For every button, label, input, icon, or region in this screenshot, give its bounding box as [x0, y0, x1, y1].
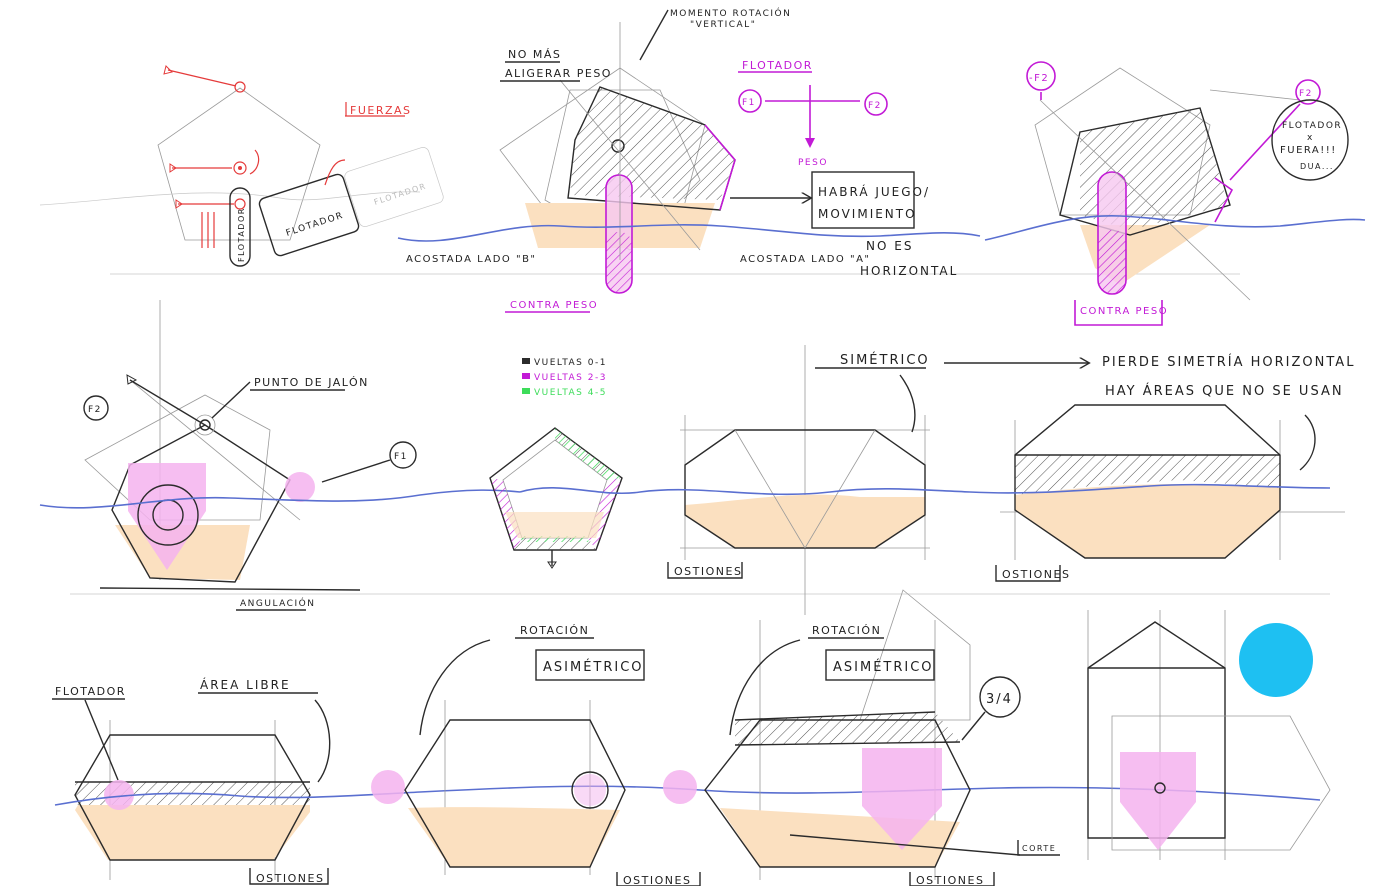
- label-f1b-group: F1: [321, 441, 417, 483]
- notes-row2-right: PIERDE SIMETRÍA HORIZONTAL HAY ÁREAS QUE…: [944, 354, 1355, 471]
- label-f2b-group: F2: [1229, 79, 1321, 181]
- sketch-hexagon-area-libre: [74, 699, 311, 880]
- sketch-hexagon-rotacion-2: [663, 589, 1021, 880]
- label-asimetrico-1-box: ASIMÉTRICO: [535, 649, 645, 681]
- label-simetrico: SIMÉTRICO: [840, 352, 930, 368]
- label-ostiones-5: OSTIONES: [916, 874, 984, 886]
- label-acostada-b: ACOSTADA LADO "B": [406, 254, 537, 265]
- wave-row1-right: [984, 215, 1366, 241]
- label-asimetrico-1: ASIMÉTRICO: [543, 659, 644, 675]
- section-dividers: [70, 273, 1330, 595]
- wave-row1-center: [397, 224, 981, 242]
- label-habra-juego: HABRÁ JUEGO/: [818, 184, 930, 199]
- sketch-pentagon-jalon: [84, 300, 361, 591]
- label-corte-box: CORTE: [1017, 840, 1060, 856]
- label-neg-f2: -F2: [1029, 73, 1049, 84]
- label-ostiones-2: OSTIONES: [1002, 568, 1070, 581]
- wave-row2-left: [39, 489, 521, 509]
- label-ostiones-1: OSTIONES: [674, 565, 742, 578]
- label-punto-jalon: PUNTO DE JALÓN: [254, 376, 369, 389]
- label-f2c-group: F2: [83, 395, 109, 421]
- label-flotador-x: FLOTADOR: [1282, 121, 1342, 131]
- label-f2: F2: [868, 101, 882, 111]
- label-tres-cuartos: 3/4: [986, 692, 1013, 707]
- label-asimetrico-2-box: ASIMÉTRICO: [825, 649, 935, 681]
- label-ostiones-3-box: OSTIONES: [249, 868, 329, 885]
- legend-vueltas: VUELTAS 0-1 VUELTAS 2-3 VUELTAS 4-5: [522, 358, 607, 398]
- sketch-house-shape: [1087, 610, 1331, 860]
- label-ostiones-4: OSTIONES: [623, 874, 691, 886]
- label-f2b: F2: [1299, 89, 1313, 99]
- label-flotador-vertical: FLOTADOR: [237, 207, 246, 262]
- label-area-libre: ÁREA LIBRE: [200, 677, 291, 692]
- sketch-octagon-simetrico: [680, 345, 930, 615]
- label-ostiones-1-box: OSTIONES: [667, 562, 743, 579]
- force-diagram-flotador: FLOTADOR F1 F2 PESO: [738, 59, 888, 168]
- label-contra-peso-1: CONTRA PESO: [510, 300, 598, 311]
- label-horizontal: HORIZONTAL: [860, 264, 958, 278]
- label-simetrico-box: SIMÉTRICO: [815, 352, 930, 433]
- legend-swatch-magenta: [522, 373, 530, 379]
- label-flotador-r3: FLOTADOR: [55, 685, 126, 698]
- legend-swatch-green: [522, 388, 530, 394]
- label-f1b: F1: [394, 452, 408, 462]
- wave-row2-center: [519, 486, 971, 496]
- legend-vueltas-45: VUELTAS 4-5: [534, 388, 607, 398]
- label-hay-areas: HAY ÁREAS QUE NO SE USAN: [1105, 383, 1344, 399]
- label-ostiones-3: OSTIONES: [256, 872, 324, 885]
- label-rotacion-1: ROTACIÓN: [520, 624, 589, 637]
- label-angulacion: ANGULACIÓN: [240, 597, 315, 609]
- label-ostiones-4-box: OSTIONES: [616, 872, 701, 886]
- label-pierde-simetria: PIERDE SIMETRÍA HORIZONTAL: [1102, 354, 1355, 370]
- label-aligerar-peso: ALIGERAR PESO: [505, 67, 612, 80]
- legend-vueltas-01: VUELTAS 0-1: [534, 358, 607, 368]
- label-flotador-mag: FLOTADOR: [742, 59, 813, 72]
- label-corte: CORTE: [1022, 844, 1056, 853]
- label-x: x: [1307, 133, 1314, 143]
- label-contra-peso-2: CONTRA PESO: [1080, 306, 1168, 317]
- cyan-dot: [1239, 623, 1313, 697]
- sketch-pentagon-vueltas: [489, 427, 623, 569]
- label-flotador-faint: FLOTADOR: [373, 181, 428, 207]
- label-f1: F1: [742, 98, 756, 108]
- label-momento-rotacion: MOMENTO ROTACIÓN: [670, 7, 791, 19]
- note-habra-juego: HABRÁ JUEGO/ MOVIMIENTO: [730, 171, 930, 229]
- label-acostada-a: ACOSTADA LADO "A": [740, 254, 871, 265]
- legend-vueltas-23: VUELTAS 2-3: [534, 373, 607, 383]
- label-ostiones-2-box: OSTIONES: [995, 565, 1070, 582]
- label-ostiones-5-box: OSTIONES: [909, 872, 995, 886]
- label-no-mas: NO MÁS: [508, 48, 561, 61]
- label-3-4-group: 3/4: [961, 676, 1021, 741]
- sketch-hexagon-rotacion-1: [371, 639, 626, 875]
- sketch-pentagon-right: [1034, 67, 1301, 301]
- label-rotacion-2: ROTACIÓN: [812, 624, 881, 637]
- label-vertical: "VERTICAL": [690, 20, 756, 30]
- label-movimiento: MOVIMIENTO: [818, 207, 917, 221]
- label-dua: DUA...: [1300, 162, 1334, 171]
- sketch-rotation-pentagon: [499, 22, 736, 294]
- label-neg-f2-group: -F2: [1026, 61, 1056, 100]
- legend-swatch-black: [522, 358, 530, 364]
- label-no-es: NO ES: [866, 239, 913, 253]
- note-flotador-fuera: FLOTADOR x FUERA!!! DUA...: [1271, 99, 1349, 181]
- label-peso: PESO: [798, 158, 828, 168]
- wave-row2-right: [969, 483, 1331, 494]
- sketch-forces-pentagon: [39, 65, 444, 267]
- sketch-octagon-asymmetric: [1000, 404, 1345, 560]
- label-fuerzas: FUERZAS: [350, 104, 412, 117]
- label-flotador-tilted: FLOTADOR: [285, 211, 345, 239]
- label-contra-peso-2-box: CONTRA PESO: [1074, 300, 1168, 326]
- label-fuera: FUERA!!!: [1280, 145, 1337, 156]
- label-asimetrico-2: ASIMÉTRICO: [833, 659, 934, 675]
- label-f2c: F2: [88, 405, 102, 415]
